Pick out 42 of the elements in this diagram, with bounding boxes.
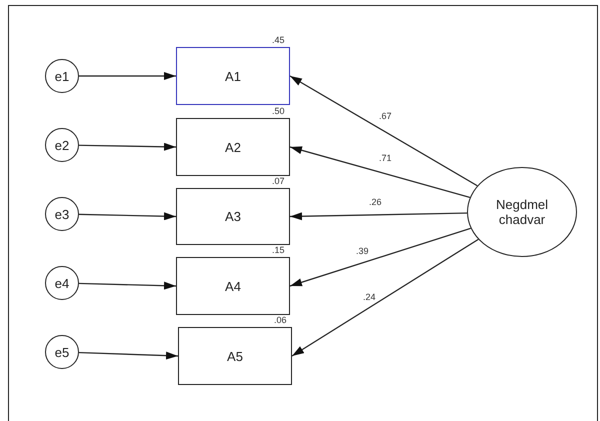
arrow <box>78 212 176 220</box>
error-circle <box>45 335 79 369</box>
node-label: e5 <box>54 344 70 360</box>
error-circle <box>45 128 79 162</box>
variable-box <box>176 257 290 315</box>
node-label: e3 <box>54 206 70 222</box>
arrow <box>79 72 176 80</box>
value-label: .07 <box>272 176 285 186</box>
error-circle <box>45 59 79 93</box>
node-label: e4 <box>54 276 70 290</box>
value-label: .15 <box>272 245 285 255</box>
error-circle <box>45 197 79 231</box>
edge-label: .67 <box>378 111 393 121</box>
arrow <box>290 212 468 220</box>
edge-label: .39 <box>355 246 370 256</box>
variable-box <box>178 327 292 385</box>
latent-ellipse <box>467 167 577 257</box>
value-label: .50 <box>272 106 285 116</box>
node-label: A4 <box>225 278 241 294</box>
node-label: e1 <box>54 68 70 84</box>
variable-box <box>176 188 290 245</box>
node-label: Negdmel chadvar <box>494 197 550 227</box>
error-circle <box>45 266 79 300</box>
arrow <box>78 142 176 151</box>
variable-box <box>176 118 290 176</box>
value-label: .06 <box>274 315 287 325</box>
arrow <box>78 352 178 360</box>
value-label: .45 <box>272 35 285 45</box>
node-label: A2 <box>225 140 241 154</box>
variable-box <box>176 47 290 105</box>
arrow <box>290 228 471 287</box>
arrow <box>78 282 176 290</box>
arrow <box>290 75 478 186</box>
node-label: A5 <box>227 348 243 364</box>
edge-label: .71 <box>378 153 393 163</box>
node-label: e2 <box>54 138 70 152</box>
arrow <box>292 238 479 356</box>
node-label: A1 <box>225 68 241 84</box>
node-label: A3 <box>225 209 241 224</box>
edge-label: .24 <box>362 292 377 302</box>
edge-label: .26 <box>368 197 383 207</box>
arrow <box>290 146 470 198</box>
